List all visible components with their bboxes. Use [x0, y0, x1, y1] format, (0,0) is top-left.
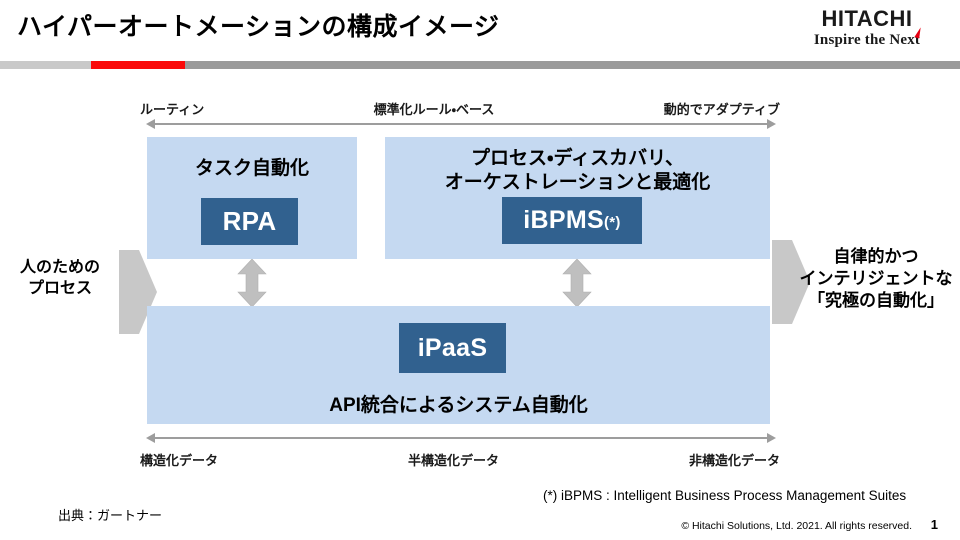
top-axis-label-left: ルーティン — [140, 102, 205, 117]
panel-rpa[interactable]: タスク自動化 RPA — [147, 137, 357, 259]
arrow-shaft — [153, 437, 769, 439]
divider-segment-gray-left — [0, 61, 91, 69]
right-caption-line-1: 自律的かつ — [833, 247, 919, 266]
arrow-head-right-icon — [767, 433, 776, 443]
page-number: 1 — [930, 517, 938, 532]
chip-ibpms-footnote-marker: (*) — [603, 214, 621, 231]
chip-ipaas[interactable]: iPaaS — [399, 323, 506, 373]
panel-ibpms[interactable]: プロセス・ディスカバリ、 オーケストレーションと最適化 iBPMS(*) — [385, 137, 770, 259]
chip-rpa-label: RPA — [222, 206, 277, 236]
panel-ibpms-heading-line-1: プロセス・ディスカバリ、 — [471, 148, 684, 169]
top-axis-labels: ルーティン 標準化ルール・ベース 動的でアダプティブ — [140, 99, 780, 118]
top-axis-double-arrow-icon — [146, 118, 776, 130]
divider-segment-gray-right — [185, 61, 960, 69]
right-chevron-arrow-icon — [772, 240, 810, 324]
logo-wordmark: HITACHI — [821, 6, 913, 31]
bottom-axis-label-right: 非構造化データ — [688, 453, 780, 468]
arrow-head-left-icon — [146, 433, 155, 443]
logo-tagline-text: Inspire the Next — [813, 32, 921, 48]
page-title: ハイパーオートメーションの構成イメージ — [17, 13, 500, 41]
arrow-head-right-icon — [767, 119, 776, 129]
header-divider — [0, 61, 960, 69]
panel-ipaas[interactable]: iPaaS API統合によるシステム自動化 — [147, 306, 770, 424]
bottom-axis-label-left: 構造化データ — [140, 453, 219, 468]
chip-ibpms[interactable]: iBPMS(*) — [502, 197, 642, 244]
connector-arrow-ibpms-ipaas-icon — [562, 259, 592, 307]
arrow-shaft — [153, 123, 769, 125]
top-axis-label-middle: 標準化ルール・ベース — [373, 102, 495, 117]
source-note: 出典：ガートナー — [58, 508, 163, 523]
left-caption-line-2: プロセス — [27, 279, 92, 297]
panel-rpa-heading: タスク自動化 — [194, 158, 309, 179]
chip-ipaas-label: iPaaS — [417, 333, 488, 362]
bottom-axis-labels: 構造化データ 半構造化データ 非構造化データ — [140, 450, 780, 469]
panel-ipaas-footing: API統合によるシステム自動化 — [329, 395, 588, 416]
right-caption-line-2: インテリジェントな — [799, 269, 953, 289]
copyright-notice: © Hitachi Solutions, Ltd. 2021. All righ… — [681, 520, 912, 532]
right-side-caption: 自律的かつ インテリジェントな 「究極の自動化」 — [796, 246, 956, 312]
top-axis-label-right: 動的でアダプティブ — [663, 102, 780, 117]
right-caption-line-3: 「究極の自動化」 — [808, 291, 944, 311]
footnote-ibpms-definition: (*) iBPMS : Intelligent Business Process… — [543, 488, 907, 503]
bottom-axis-label-middle: 半構造化データ — [407, 453, 499, 468]
left-side-caption: 人のための プロセス — [4, 258, 116, 300]
chip-rpa[interactable]: RPA — [201, 198, 298, 245]
connector-arrow-rpa-ipaas-icon — [237, 259, 267, 307]
left-caption-line-1: 人のための — [19, 259, 100, 276]
chip-ibpms-label: iBPMS — [523, 206, 604, 234]
logo-tagline: Inspire the Next — [813, 26, 923, 48]
arrow-head-left-icon — [146, 119, 155, 129]
panel-ibpms-heading-line-2: オーケストレーションと最適化 — [444, 172, 711, 194]
divider-segment-red — [91, 61, 185, 69]
hitachi-logo: HITACHI Inspire the Next — [792, 8, 942, 48]
panel-ibpms-heading: プロセス・ディスカバリ、 オーケストレーションと最適化 — [385, 147, 770, 196]
bottom-axis-double-arrow-icon — [146, 432, 776, 444]
